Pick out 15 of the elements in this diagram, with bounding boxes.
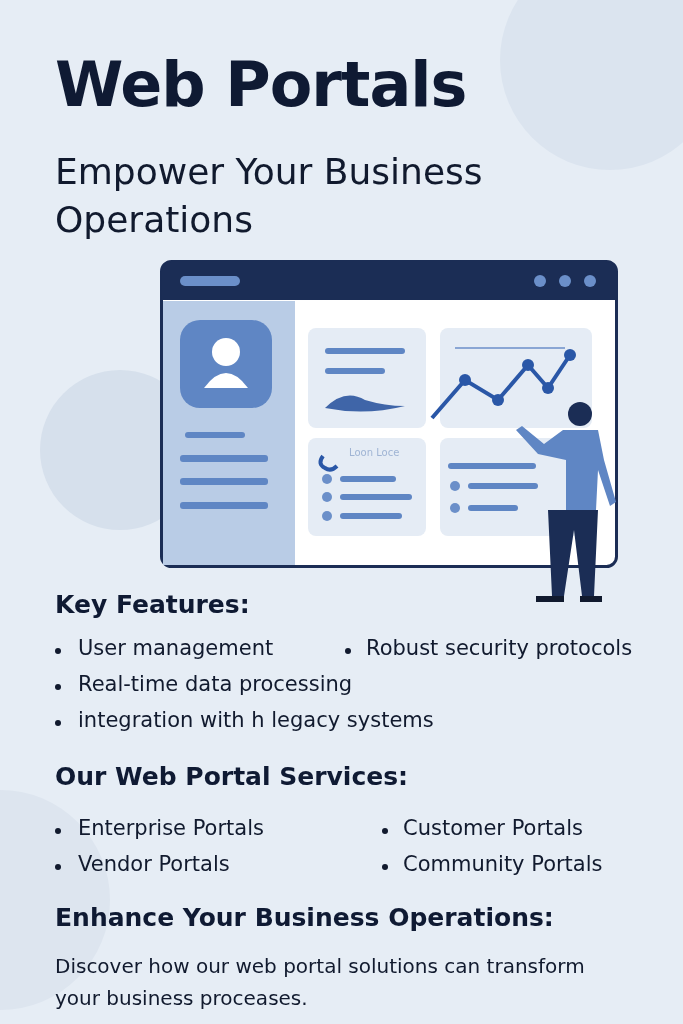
bullet-text: Vendor Portals bbox=[78, 852, 230, 876]
bullet-text: integration with h legacy systems bbox=[78, 708, 434, 732]
section-heading: Enhance Your Business Operations: bbox=[55, 903, 554, 932]
bullet-text: Real-time data processing bbox=[78, 672, 353, 696]
body-paragraph: Discover how our web portal solutions can transform your business proceases. bbox=[55, 953, 586, 1012]
section-heading: Our Web Portal Services: bbox=[55, 762, 409, 791]
screen-text: Loon Loce bbox=[349, 447, 400, 458]
section-heading: Key Features: bbox=[55, 590, 250, 619]
bullet-text: Community Portals bbox=[403, 852, 603, 876]
bullet-text: Enterprise Portals bbox=[78, 816, 264, 840]
bullet-text: Robust security protocols bbox=[366, 636, 633, 660]
page-title: Web Portals bbox=[55, 48, 467, 121]
subtitle: Empower Your Business Operations bbox=[55, 150, 484, 242]
bullet-text: User management bbox=[78, 636, 274, 660]
bullet-text: Customer Portals bbox=[403, 816, 583, 840]
